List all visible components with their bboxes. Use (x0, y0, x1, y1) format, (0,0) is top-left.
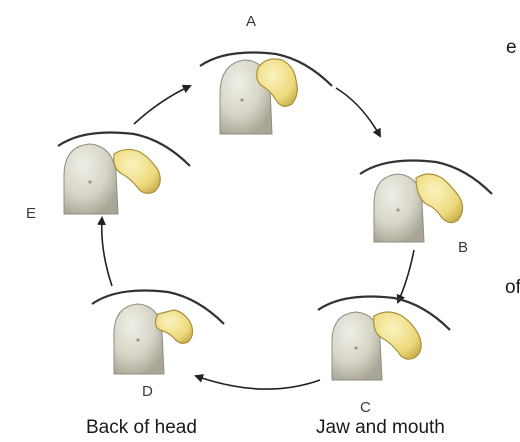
arrow-a-to-b (336, 88, 380, 136)
arrow-d-to-e (102, 218, 112, 286)
stage-a-figure (200, 53, 332, 135)
stage-label-c: C (360, 399, 371, 416)
caption-back-of-head: Back of head (86, 418, 197, 437)
stage-label-d: D (142, 383, 153, 400)
arrow-c-to-d (196, 376, 320, 389)
condyle-highlight (396, 208, 399, 211)
stage-label-a: A (246, 13, 256, 30)
stage-b-figure (360, 161, 492, 243)
stage-label-e: E (26, 205, 36, 222)
stage-label-b: B (458, 239, 468, 256)
condyle-highlight (240, 98, 243, 101)
condyle-highlight (88, 180, 91, 183)
caption-jaw-and-mouth: Jaw and mouth (316, 418, 445, 437)
articular-disc (114, 149, 161, 193)
arrow-e-to-a (134, 86, 190, 124)
arrow-b-to-c (398, 250, 414, 302)
stage-d-figure (92, 291, 224, 375)
condyle-highlight (354, 346, 357, 349)
stage-e-figure (58, 133, 190, 215)
stage-c-figure (318, 297, 450, 381)
condyle-highlight (136, 338, 139, 341)
condyle (64, 144, 118, 214)
